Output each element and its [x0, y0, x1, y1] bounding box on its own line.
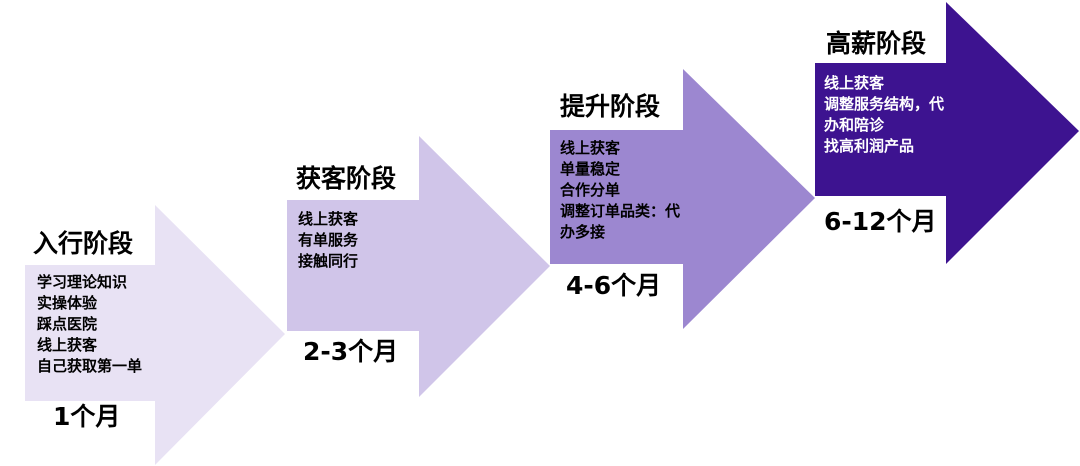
stage3-title: 提升阶段 — [560, 92, 661, 121]
stage3-item: 线上获客 — [560, 139, 621, 157]
stage4-item: 办和陪诊 — [824, 116, 885, 134]
stage4-item: 线上获客 — [824, 74, 885, 92]
stage2-items: 线上获客 有单服务 接触同行 — [298, 209, 358, 272]
stage4-duration: 6-12个月 — [824, 207, 937, 236]
stage1-title: 入行阶段 — [33, 229, 134, 258]
stage1-item: 实操体验 — [37, 294, 98, 312]
stage3-item: 单量稳定 — [560, 160, 621, 178]
stage1-item: 踩点医院 — [37, 315, 98, 333]
stage2-arrow — [287, 136, 550, 397]
stage3-item: 合作分单 — [560, 181, 621, 199]
stage2-item: 线上获客 — [298, 210, 359, 228]
stage1-items: 学习理论知识 实操体验 踩点医院 线上获客 自己获取第一单 — [37, 272, 142, 377]
stage4-item: 找高利润产品 — [824, 137, 915, 155]
stage3-arrow — [550, 69, 815, 329]
stage2-duration: 2-3个月 — [303, 337, 399, 366]
stage4-title: 高薪阶段 — [826, 29, 927, 58]
stage1-item: 学习理论知识 — [37, 273, 128, 291]
stage1-arrow — [25, 205, 285, 465]
stage4-item: 调整服务结构，代 — [824, 95, 945, 113]
stage3-item: 办多接 — [560, 223, 606, 241]
stage4-items: 线上获客 调整服务结构，代 办和陪诊 找高利润产品 — [824, 73, 944, 157]
stage1-item: 线上获客 — [37, 336, 98, 354]
stage1-item: 自己获取第一单 — [37, 357, 143, 375]
stage3-item: 调整订单品类：代 — [560, 202, 681, 220]
stage2-item: 接触同行 — [298, 252, 359, 270]
stage2-item: 有单服务 — [298, 231, 359, 249]
stage4-arrow — [815, 2, 1079, 264]
stage3-duration: 4-6个月 — [566, 271, 662, 300]
stage1-duration: 1个月 — [53, 402, 121, 431]
stage2-title: 获客阶段 — [296, 164, 397, 193]
stage3-items: 线上获客 单量稳定 合作分单 调整订单品类：代 办多接 — [560, 138, 680, 243]
